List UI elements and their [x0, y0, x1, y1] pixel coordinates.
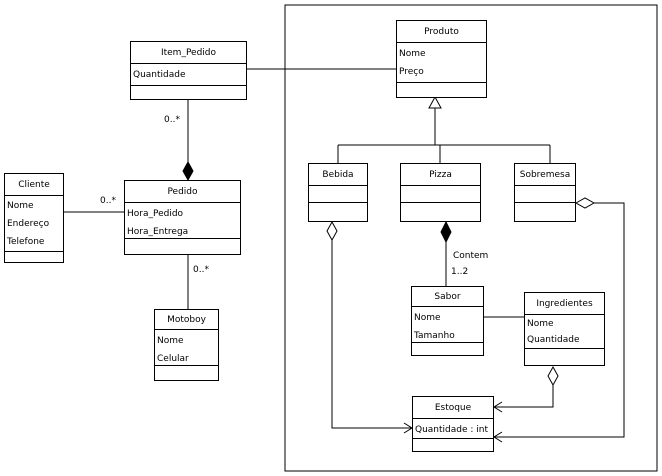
ingredientes-aggregation-diamond: [547, 365, 559, 387]
package-frame: [284, 4, 658, 472]
class-name: Sobremesa: [515, 164, 575, 186]
class-pizza[interactable]: Pizza: [400, 163, 481, 222]
attribute: Nome: [414, 313, 441, 323]
class-pedido[interactable]: Pedido Hora_Pedido Hora_Entrega: [124, 180, 241, 255]
class-name: Pedido: [125, 181, 240, 203]
attribute: Preço: [399, 67, 424, 77]
class-sobremesa[interactable]: Sobremesa: [514, 163, 576, 222]
class-cliente[interactable]: Cliente Nome Endereço Telefone: [4, 173, 64, 263]
attribute: Nome: [7, 201, 34, 211]
class-name: Cliente: [5, 174, 63, 196]
class-name: Sabor: [412, 287, 483, 307]
class-name: Item_Pedido: [131, 42, 246, 64]
contem-role-label: Contem: [453, 251, 489, 261]
class-estoque[interactable]: Estoque Quantidade : int: [412, 396, 494, 452]
pizza-composition-diamond: [440, 220, 452, 244]
item-pedido-multiplicity: 0..*: [164, 115, 180, 125]
attribute: Quantidade : int: [415, 425, 489, 435]
attribute: Nome: [157, 336, 184, 346]
attribute: Quantidade: [133, 70, 186, 80]
sobremesa-aggregation-diamond: [574, 197, 596, 209]
class-name: Produto: [397, 21, 486, 43]
class-sabor[interactable]: Sabor Nome Tamanho: [411, 286, 484, 356]
class-name: Pizza: [401, 164, 480, 186]
bebida-aggregation-diamond: [326, 220, 338, 242]
attribute: Hora_Entrega: [127, 227, 189, 237]
class-motoboy[interactable]: Motoboy Nome Celular: [154, 309, 219, 381]
class-ingredientes[interactable]: Ingredientes Nome Quantidade: [524, 292, 605, 366]
attribute: Quantidade: [527, 335, 580, 345]
class-name: Ingredientes: [525, 293, 604, 315]
attribute: Endereço: [7, 219, 50, 229]
attribute: Celular: [157, 354, 189, 364]
class-name: Motoboy: [155, 310, 218, 330]
pedido-composition-diamond: [182, 160, 194, 182]
attribute: Nome: [399, 49, 426, 59]
class-produto[interactable]: Produto Nome Preço: [396, 20, 487, 98]
class-name: Bebida: [309, 164, 367, 186]
motoboy-multiplicity: 0..*: [193, 265, 209, 275]
attribute: Telefone: [7, 237, 45, 247]
class-name: Estoque: [413, 397, 493, 419]
class-bebida[interactable]: Bebida: [308, 163, 368, 222]
sabor-multiplicity: 1..2: [451, 267, 469, 277]
generalization-triangle: [428, 95, 442, 109]
attribute: Hora_Pedido: [127, 209, 184, 219]
attribute: Tamanho: [414, 331, 455, 341]
class-item-pedido[interactable]: Item_Pedido Quantidade: [130, 41, 247, 100]
cliente-multiplicity: 0..*: [100, 196, 116, 206]
attribute: Nome: [527, 319, 554, 329]
